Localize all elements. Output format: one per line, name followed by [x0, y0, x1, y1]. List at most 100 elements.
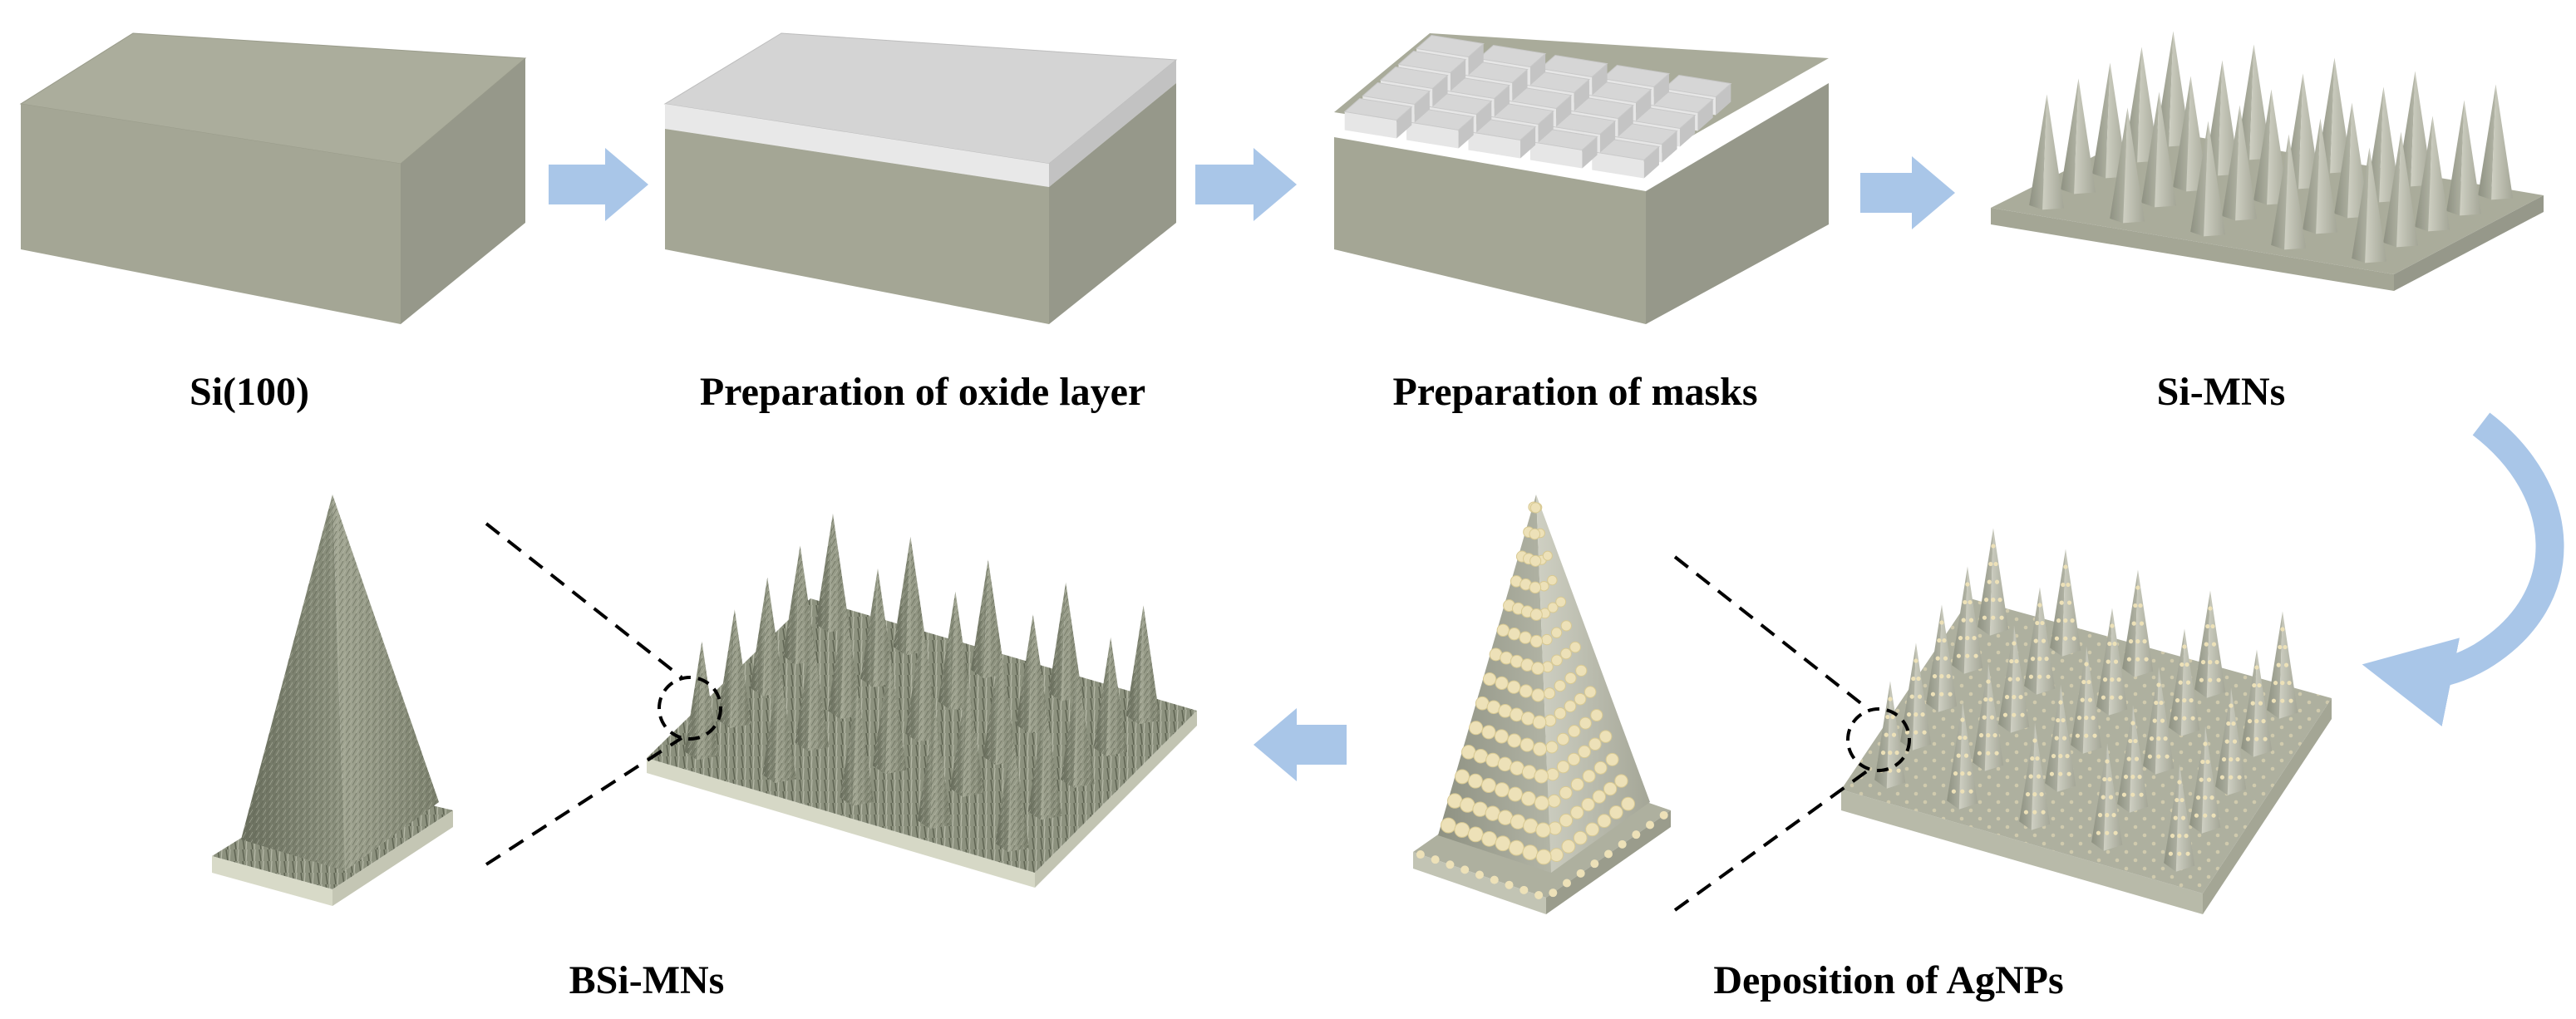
silver-nanoparticle: [1992, 733, 1997, 738]
agnps-array: [1841, 528, 2332, 914]
silver-nanoparticle: [2028, 674, 2034, 679]
si100-block: [19, 32, 527, 324]
silver-nanoparticles: [1416, 501, 1668, 899]
agnp-single-cone-zoom: [1413, 495, 1671, 914]
silver-nanoparticle: [1999, 615, 2004, 620]
label-si100: Si(100): [190, 370, 309, 414]
silver-nanoparticle: [2032, 792, 2037, 797]
microneedle-cone: [2215, 687, 2231, 795]
silver-nanoparticle: [2211, 642, 2217, 647]
silver-nanoparticle: [2054, 736, 2059, 741]
microneedle-cone: [2253, 89, 2272, 205]
silver-nanoparticle: [1473, 748, 1489, 764]
silver-nanoparticle: [1920, 712, 1925, 717]
microneedle-cone: [1978, 528, 1993, 636]
silver-nanoparticle: [1659, 810, 1668, 820]
mask-square: [1601, 64, 1671, 88]
silver-nanoparticle: [2203, 813, 2208, 818]
silver-nanoparticle: [2185, 680, 2191, 685]
process-arrow-right-1: [549, 148, 648, 221]
silver-nanoparticle: [1987, 579, 1992, 584]
silver-nanoparticle: [2063, 636, 2068, 641]
black-silicon-texture: [1093, 637, 1128, 756]
silver-nanoparticle: [1888, 697, 1893, 701]
silver-nanoparticle: [1593, 761, 1608, 775]
mask-square-side: [1679, 115, 1696, 147]
silver-nanoparticle: [1888, 751, 1893, 756]
silver-nanoparticle: [2087, 697, 2093, 702]
silver-nanoparticle: [2139, 621, 2145, 626]
microneedle-cone: [2334, 102, 2352, 219]
microneedle-cone-face: [2491, 84, 2514, 200]
microneedle-cone-face: [2042, 94, 2065, 210]
silver-nanoparticle: [1958, 636, 1963, 641]
silver-nanoparticle: [1519, 885, 1529, 894]
silver-nanoparticle: [1544, 714, 1557, 727]
microneedle-cone: [2029, 94, 2047, 210]
microneedle-cone: [2173, 76, 2191, 192]
silver-nanoparticle: [2232, 739, 2238, 744]
microneedle-cone: [2303, 118, 2321, 234]
black-silicon-texture: [938, 591, 973, 711]
silver-nanoparticle: [1968, 599, 1973, 605]
silver-nanoparticle: [1939, 674, 1944, 679]
silver-nanoparticle: [2200, 759, 2205, 765]
silver-nanoparticle: [1991, 615, 1996, 620]
silver-nanoparticle: [1978, 733, 1984, 738]
silver-nanoparticle: [2030, 657, 2036, 662]
silver-nanoparticle: [2237, 775, 2242, 780]
silver-nanoparticle: [1461, 745, 1476, 760]
silver-nanoparticle: [2066, 771, 2071, 776]
silver-nanoparticle: [2058, 771, 2063, 776]
microneedle-cone: [2222, 105, 2240, 221]
silver-nanoparticle: [1508, 839, 1524, 856]
silver-nanoparticle: [1564, 700, 1577, 713]
bsi-single-cone-zoom: [212, 495, 453, 906]
microneedle-cone: [2071, 646, 2086, 754]
microneedle-cone: [2169, 628, 2184, 736]
microneedle-cone-face: [2284, 134, 2307, 250]
silver-nanoparticle: [2209, 795, 2214, 800]
silver-nanoparticle: [2203, 795, 2208, 800]
silver-nanoparticle: [2280, 698, 2285, 703]
silver-nanoparticle: [1475, 870, 1484, 879]
silver-nanoparticle: [1485, 752, 1500, 768]
microneedle-cone-face: [2460, 100, 2482, 216]
si-microneedle-cones: [2029, 31, 2514, 263]
silver-nanoparticle: [1885, 714, 1890, 720]
silver-nanoparticle: [2126, 657, 2132, 662]
silver-nanoparticle: [2097, 813, 2103, 818]
silver-nanoparticle: [1573, 830, 1588, 845]
mask-square: [1379, 66, 1449, 90]
silver-nanoparticle: [2128, 639, 2134, 644]
silver-nanoparticle: [2086, 679, 2091, 685]
silver-nanoparticle: [2250, 701, 2255, 706]
silver-nanoparticle: [1521, 765, 1537, 780]
silver-nanoparticle: [1568, 725, 1581, 738]
silver-nanoparticle: [2263, 736, 2268, 741]
microneedle-cone: [2050, 549, 2066, 657]
silver-nanoparticle: [1482, 672, 1497, 687]
silver-nanoparticle: [1896, 768, 1901, 773]
silver-nanoparticle: [1549, 848, 1564, 863]
black-silicon-texture: [872, 655, 907, 775]
silver-nanoparticle: [2137, 775, 2142, 780]
microneedle-cone: [2267, 611, 2283, 719]
mask-square: [1477, 44, 1547, 68]
silver-nanoparticle: [1559, 813, 1574, 828]
silver-nanoparticle: [2105, 830, 2110, 835]
silver-nanoparticle: [1582, 769, 1596, 783]
silver-nanoparticle: [2130, 721, 2135, 726]
silver-nanoparticle: [2163, 736, 2168, 741]
mask-square-side: [1396, 106, 1412, 139]
microneedle-cone-face: [2204, 121, 2226, 237]
silver-nanoparticle: [1497, 756, 1513, 772]
silver-nanoparticle: [2084, 662, 2089, 667]
silver-nanoparticle: [2154, 700, 2159, 706]
silver-nanoparticle: [2084, 716, 2089, 721]
silver-nanoparticle: [1578, 745, 1591, 759]
silver-nanoparticle: [1529, 634, 1544, 648]
silver-nanoparticle: [2061, 582, 2066, 588]
black-silicon-texture: [860, 569, 894, 687]
silver-nanoparticle: [2081, 679, 2086, 685]
